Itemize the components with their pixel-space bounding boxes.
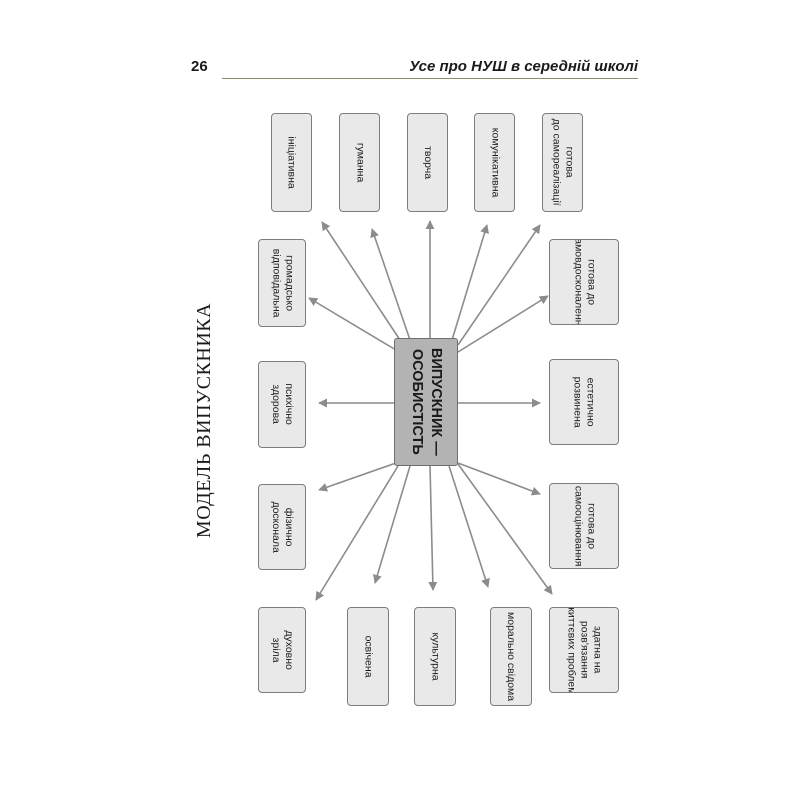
quality-educated: освічена	[347, 607, 389, 706]
quality-initiative-label: ініціативна	[286, 136, 299, 189]
quality-self-assessment: готова до самооцінювання	[549, 483, 619, 569]
quality-self-improvement-label: готова до самовдосконалення	[572, 239, 598, 325]
arrow-self-realization	[457, 224, 541, 346]
quality-self-realization: готова до самореалізації	[542, 113, 583, 212]
quality-communicative-label: комунікативна	[489, 127, 502, 198]
center-node-label: ВИПУСКНИК — ОСОБИСТІСТЬ	[409, 348, 444, 456]
center-node: ВИПУСКНИК — ОСОБИСТІСТЬ	[394, 338, 458, 466]
arrow-humane	[370, 228, 411, 341]
quality-humane-label: гуманна	[354, 142, 367, 183]
quality-morally-conscious: морально свідома	[490, 607, 532, 706]
arrow-cultured	[428, 465, 438, 591]
quality-mentally-healthy-label: психічно здорова	[270, 383, 296, 426]
arrow-self-assessment	[457, 462, 541, 496]
quality-cultured: культурна	[414, 607, 456, 706]
quality-physically-perfect: фізично досконала	[258, 484, 306, 570]
arrow-morally-conscious	[448, 465, 490, 588]
page-number: 26	[191, 58, 208, 75]
arrow-communicative	[451, 224, 489, 341]
quality-morally-conscious-label: морально свідома	[505, 611, 518, 702]
quality-emotionally-developed-label: естетично розвинена	[571, 376, 598, 428]
quality-civic: громадсько відповідальна	[258, 239, 306, 327]
quality-mentally-healthy: психічно здорова	[258, 361, 306, 448]
quality-problem-solving-label: здатна на розв'язання життєвих проблем	[565, 607, 604, 693]
quality-educated-label: освічена	[362, 635, 375, 678]
arrow-self-improvement	[457, 295, 549, 353]
arrow-civic	[308, 297, 397, 351]
quality-civic-label: громадсько відповідальна	[270, 248, 296, 318]
quality-spiritually-mature-label: духовно зріла	[269, 630, 296, 670]
quality-self-improvement: готова до самовдосконалення	[549, 239, 619, 325]
arrow-initiative	[321, 221, 401, 341]
quality-spiritually-mature: духовно зріла	[258, 607, 306, 693]
quality-creative-label: творча	[422, 145, 435, 180]
quality-physically-perfect-label: фізично досконала	[270, 501, 296, 553]
quality-initiative: ініціативна	[271, 113, 312, 212]
quality-self-assessment-label: готова до самооцінювання	[572, 485, 598, 567]
quality-problem-solving: здатна на розв'язання життєвих проблем	[549, 607, 619, 693]
running-title: Усе про НУШ в середній школі	[409, 58, 638, 75]
quality-cultured-label: культурна	[429, 632, 442, 681]
quality-communicative: комунікативна	[474, 113, 515, 212]
arrow-problem-solving	[457, 463, 553, 595]
quality-self-realization-label: готова до самореалізації	[550, 119, 576, 206]
arrow-educated	[373, 465, 411, 584]
quality-humane: гуманна	[339, 113, 380, 212]
header-rule	[222, 78, 638, 79]
quality-creative: творча	[407, 113, 448, 212]
arrow-spiritually-mature	[315, 465, 399, 601]
quality-emotionally-developed: естетично розвинена	[549, 359, 619, 445]
arrow-physically-perfect	[318, 462, 397, 492]
